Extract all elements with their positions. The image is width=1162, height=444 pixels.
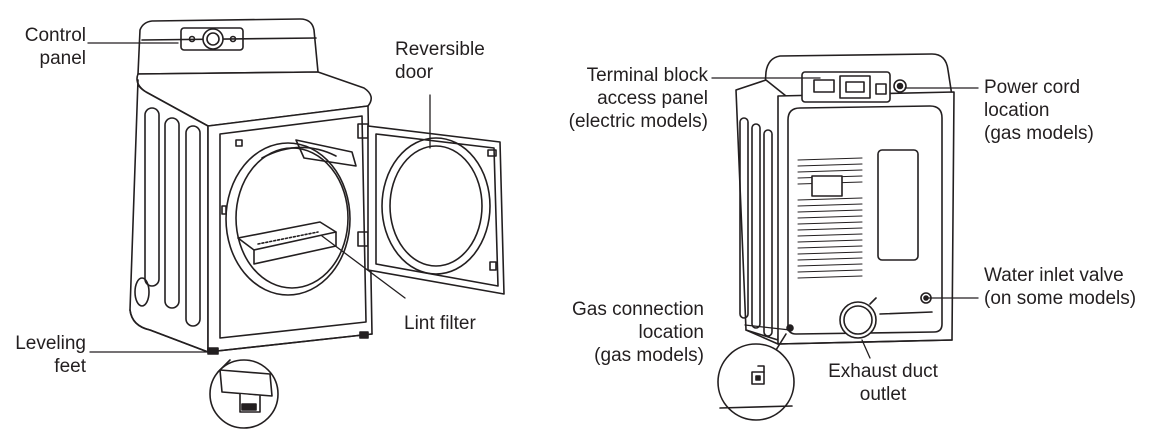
- reversible-door: [367, 125, 505, 295]
- rear-vent-grille: [797, 157, 863, 279]
- gas-connection-detail: [717, 333, 795, 421]
- leveling-foot-detail: [209, 359, 279, 429]
- callout-control-panel: Control panel: [0, 24, 86, 70]
- callout-line: Gas connection: [571, 299, 704, 320]
- control-knob: [202, 28, 224, 50]
- callout-line: (gas models): [594, 345, 704, 366]
- control-console: [137, 18, 319, 75]
- callout-line: outlet: [859, 384, 907, 405]
- callout-leveling-feet: Leveling feet: [0, 332, 86, 378]
- callout-line: (gas models): [984, 123, 1094, 144]
- dryer-front-illustration: [129, 18, 505, 355]
- callout-terminal-block: Terminal block access panel (electric mo…: [540, 64, 708, 133]
- callout-line: Leveling: [15, 333, 86, 354]
- leader-lines-left: [87, 42, 431, 353]
- callout-exhaust-duct: Exhaust duct outlet: [808, 360, 958, 406]
- callout-line: Lint filter: [404, 313, 476, 334]
- callout-line: Reversible: [395, 39, 485, 60]
- dryer-rear-illustration: [735, 53, 955, 345]
- callout-line: panel: [39, 48, 87, 69]
- callout-line: Terminal block: [586, 65, 708, 86]
- callout-water-inlet: Water inlet valve (on some models): [984, 264, 1136, 310]
- callout-line: Exhaust duct: [828, 361, 938, 382]
- callout-reversible-door: Reversible door: [395, 38, 485, 84]
- callout-line: Control: [24, 25, 86, 46]
- exhaust-duct-outlet: [839, 297, 877, 339]
- lint-filter-tray: [237, 221, 337, 265]
- leader-lines-right: [711, 77, 979, 359]
- callout-line: access panel: [597, 88, 708, 109]
- callout-line: feet: [54, 356, 86, 377]
- callout-line: location: [638, 322, 705, 343]
- callout-power-cord: Power cord location (gas models): [984, 76, 1094, 145]
- callout-gas-connection: Gas connection location (gas models): [530, 298, 704, 367]
- callout-line: Water inlet valve: [984, 265, 1124, 286]
- callout-line: Power cord: [984, 77, 1081, 98]
- callout-line: (on some models): [984, 288, 1137, 309]
- callout-line: (electric models): [568, 111, 708, 132]
- terminal-block-panel: [801, 71, 891, 103]
- callout-line: location: [984, 100, 1050, 121]
- callout-line: door: [395, 62, 434, 83]
- callout-lint-filter: Lint filter: [404, 312, 476, 335]
